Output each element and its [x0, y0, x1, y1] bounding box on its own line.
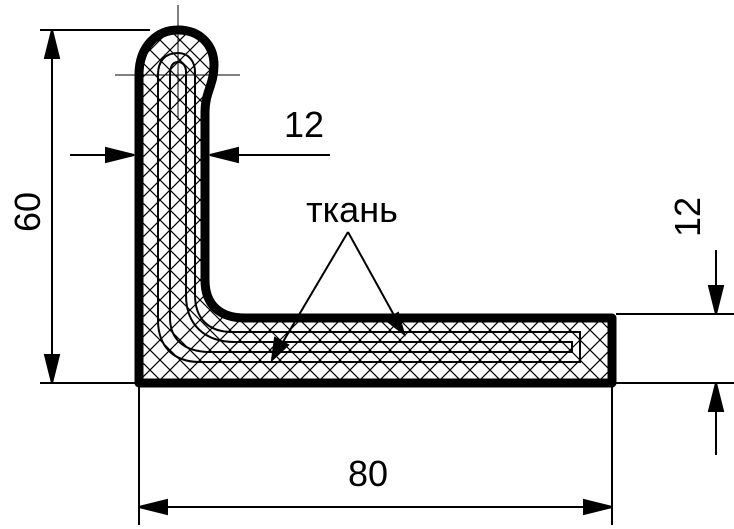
fabric-leader-lines: [270, 231, 406, 363]
dimension-wall-thickness-label: 12: [284, 104, 324, 145]
bulb-center-crosshair: [115, 5, 240, 120]
dimension-flange-thickness-label: 12: [667, 197, 708, 237]
profile-outline: [134, 25, 617, 388]
fabric-label: ткань: [306, 189, 398, 230]
fabric-layer-outer-line: [157, 51, 581, 363]
dimension-height: [40, 29, 150, 384]
dimension-width-label: 80: [348, 453, 388, 494]
dimension-wall-thickness: [70, 146, 330, 164]
dimension-width: [138, 383, 613, 525]
dimension-height-label: 60: [7, 192, 48, 232]
fabric-layer-inner-line: [169, 60, 573, 353]
dimension-flange-thickness: [616, 250, 734, 455]
